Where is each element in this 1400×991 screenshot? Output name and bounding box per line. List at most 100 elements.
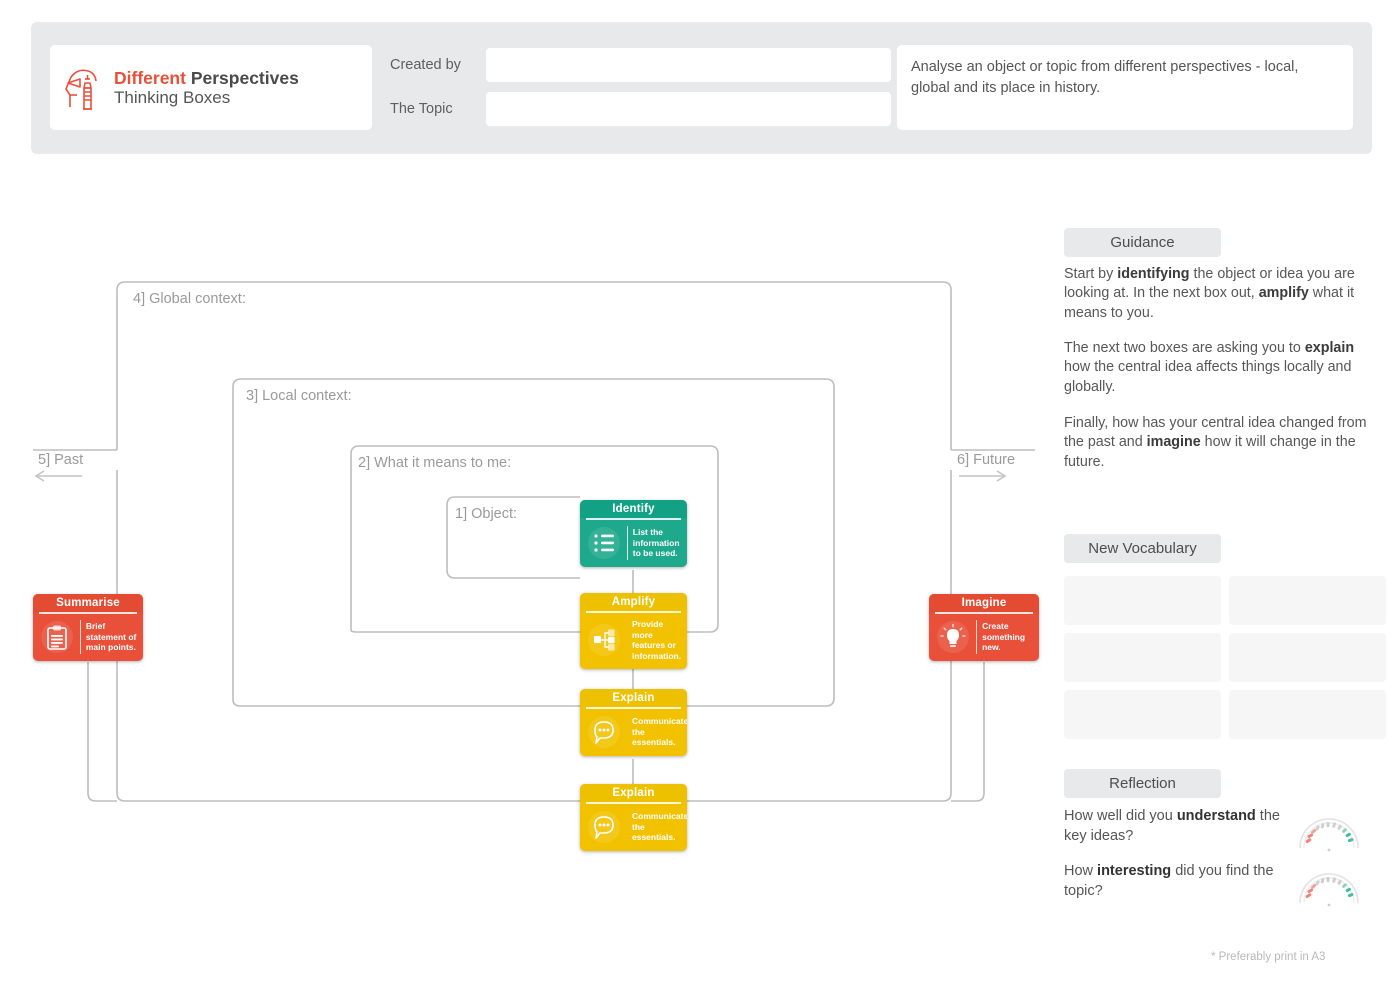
reflection-q1-c: the key ideas? — [1064, 808, 1280, 844]
logo-word-different: Different — [114, 67, 186, 88]
card-imagine[interactable]: Imagine Create something new. — [929, 594, 1039, 661]
past-label: 5] Past — [38, 452, 84, 468]
created-by-row: Created by — [390, 48, 891, 82]
card-explain-global[interactable]: Explain Communicate the essentials. — [580, 784, 687, 851]
global-context-frame — [116, 281, 952, 450]
global-context-label: 4] Global context: — [133, 291, 246, 307]
reflection-q2-bold: interesting — [1097, 863, 1172, 879]
card-identify-title: Identify — [580, 500, 687, 518]
the-topic-label: The Topic — [390, 101, 453, 117]
new-vocabulary-heading: New Vocabulary — [1064, 534, 1221, 563]
guidance-p1-bold-identifying: identifying — [1117, 266, 1190, 282]
card-rule — [39, 612, 137, 614]
the-topic-row: The Topic — [390, 92, 891, 126]
thinking-boxes-canvas: 4] Global context: 3] Local context: 2] … — [33, 281, 1035, 802]
card-rule — [586, 802, 681, 804]
created-by-input[interactable] — [486, 48, 891, 82]
past-arrow-icon — [34, 470, 82, 482]
card-identify-desc: List the information to be used. — [632, 527, 680, 559]
guidance-p3-a: Finally, how has your central idea chang… — [1064, 415, 1367, 451]
guidance-paragraph-1: Start by identifying the object or idea … — [1064, 265, 1376, 323]
speech-bubble-icon — [588, 716, 620, 748]
guidance-p2-a: The next two boxes are asking you to — [1064, 340, 1305, 356]
bullet-list-icon — [588, 527, 620, 559]
summarise-connector — [87, 662, 117, 802]
card-identify[interactable]: Identify List the information to be used… — [580, 500, 687, 567]
local-context-frame — [232, 378, 835, 707]
reflection-question: How interesting did you find the topic? — [1064, 861, 1294, 901]
nested-frames-and-connectors — [33, 281, 1035, 802]
dial-gauge-icon[interactable] — [1294, 810, 1364, 854]
card-amplify-desc: Provide more features or information. — [632, 619, 682, 661]
vocabulary-cell[interactable] — [1064, 576, 1221, 625]
imagine-connector — [951, 662, 985, 802]
card-explain-local-title: Explain — [580, 689, 687, 707]
lightbulb-icon — [937, 621, 969, 653]
global-left-arm — [116, 470, 580, 802]
logo-card: Different Perspectives Thinking Boxes — [50, 45, 372, 130]
print-footnote: * Preferably print in A3 — [1211, 951, 1326, 963]
vocabulary-cell[interactable] — [1229, 633, 1386, 682]
card-explain-local[interactable]: Explain Communicate the essentials. — [580, 689, 687, 756]
activity-description: Analyse an object or topic from differen… — [897, 45, 1353, 130]
guidance-paragraph-2: The next two boxes are asking you to exp… — [1064, 339, 1376, 397]
means-to-me-label: 2] What it means to me: — [358, 455, 512, 471]
guidance-p2-c: how the central idea affects things loca… — [1064, 359, 1352, 395]
card-explain-global-title: Explain — [580, 784, 687, 802]
future-arrow-icon — [959, 470, 1007, 482]
card-explain-global-desc: Communicate the essentials. — [632, 811, 687, 843]
reflection-item-understand: How well did you understand the key idea… — [1064, 806, 1394, 854]
guidance-paragraph-3: Finally, how has your central idea chang… — [1064, 414, 1376, 472]
logo-word-perspectives: Perspectives — [190, 67, 299, 88]
local-context-frame-bottom — [232, 699, 580, 707]
new-vocabulary-grid — [1064, 576, 1386, 739]
card-explain-local-desc: Communicate the essentials. — [632, 716, 687, 748]
logo-subtitle: Thinking Boxes — [114, 87, 231, 107]
reflection-question: How well did you understand the key idea… — [1064, 806, 1294, 846]
card-rule — [586, 707, 681, 709]
object-frame-top — [446, 496, 580, 570]
reflection-item-interesting: How interesting did you find the topic? — [1064, 861, 1394, 909]
dial-gauge-icon[interactable] — [1294, 865, 1364, 909]
guidance-p1-bold-amplify: amplify — [1258, 285, 1309, 302]
card-summarise[interactable]: Summarise Brief statement of main points… — [33, 594, 143, 661]
reflection-heading: Reflection — [1064, 769, 1221, 798]
guidance-p1-c: the object or idea you are looking at. I… — [1064, 266, 1355, 302]
card-divider — [976, 620, 978, 654]
object-frame-bottom — [446, 569, 580, 579]
card-rule — [935, 612, 1033, 614]
head-lighthouse-icon — [65, 68, 97, 110]
card-amplify[interactable]: Amplify Provide more features or informa… — [580, 593, 687, 669]
vocabulary-cell[interactable] — [1229, 690, 1386, 739]
reflection-q2-a: How — [1064, 863, 1098, 879]
reflection-q1-a: How well did you — [1064, 808, 1177, 824]
card-amplify-title: Amplify — [580, 593, 687, 611]
local-context-label: 3] Local context: — [246, 388, 352, 404]
reflection-q2-c: did you find the topic? — [1064, 863, 1274, 899]
vocabulary-cell[interactable] — [1064, 633, 1221, 682]
guidance-p3-c: how it will change in the future. — [1064, 434, 1356, 470]
guidance-p1-a: Start by — [1064, 266, 1118, 282]
vocabulary-cell[interactable] — [1229, 576, 1386, 625]
means-to-me-frame — [350, 445, 719, 633]
created-by-label: Created by — [390, 57, 461, 73]
card-divider — [627, 526, 628, 560]
guidance-heading: Guidance — [1064, 228, 1221, 257]
speech-bubble-icon — [588, 811, 620, 843]
means-to-me-frame-bottom — [350, 629, 580, 633]
object-label: 1] Object: — [455, 506, 518, 522]
card-divider — [80, 620, 81, 654]
clipboard-icon — [41, 621, 73, 653]
the-topic-input[interactable] — [486, 92, 891, 126]
card-summarise-title: Summarise — [33, 594, 143, 612]
card-summarise-desc: Brief statement of main points. — [85, 621, 137, 653]
global-right-arm — [687, 470, 952, 802]
node-branch-icon — [588, 624, 620, 657]
vocabulary-cell[interactable] — [1064, 690, 1221, 739]
card-imagine-title: Imagine — [929, 594, 1039, 612]
guidance-p2-bold-explain: explain — [1304, 340, 1355, 356]
card-rule — [586, 518, 681, 520]
reflection-q1-bold: understand — [1176, 808, 1256, 824]
future-label: 6] Future — [957, 452, 1016, 468]
guidance-p1-e: what it means to you. — [1064, 285, 1355, 321]
